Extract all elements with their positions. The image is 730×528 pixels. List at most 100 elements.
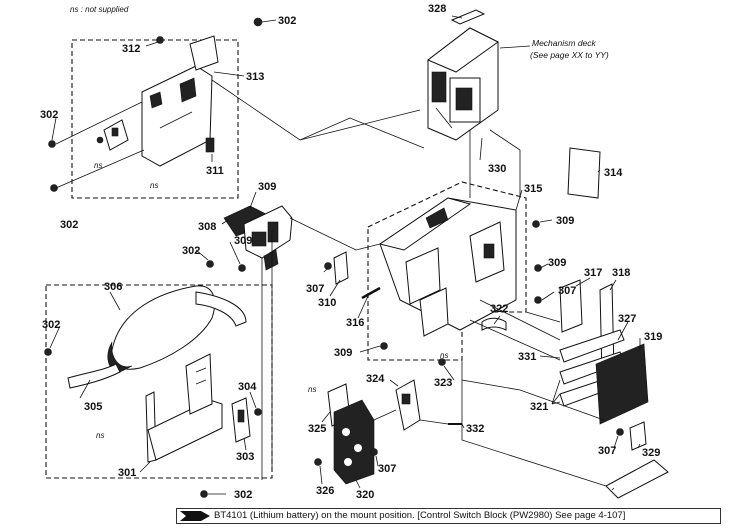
footer-note-text: BT4101 (Lithium battery) on the mount po… [214, 510, 626, 521]
screw-icon [438, 358, 446, 366]
callout-label: 318 [612, 267, 630, 279]
callout-label: 307 [306, 283, 324, 295]
callout-label: 302 [60, 219, 78, 231]
callout-label: 301 [118, 467, 136, 479]
part-322 [481, 317, 507, 331]
chassis-315 [378, 197, 517, 337]
screw-icon [324, 262, 332, 270]
not-supplied-legend: ns : not supplied [70, 5, 129, 14]
screw-icon [314, 458, 322, 466]
callout-label: 330 [488, 163, 506, 175]
callout-label: 302 [182, 245, 200, 257]
callout-label: 317 [584, 267, 602, 279]
switch-block-324 [395, 379, 421, 431]
callout-label: 327 [618, 313, 636, 325]
callout-label: 311 [206, 165, 224, 177]
callout-label: 322 [490, 303, 508, 315]
plate-320 [605, 459, 669, 499]
callout-label: 302 [40, 109, 58, 121]
bracket-ns-part [103, 119, 129, 151]
ns-marker: ns [150, 181, 158, 190]
callout-label: 314 [604, 167, 623, 179]
callout-label: 312 [122, 43, 140, 55]
bracket-313 [141, 35, 219, 167]
grip-306 [67, 285, 247, 389]
callout-label: 323 [434, 377, 452, 389]
callout-label: 319 [644, 331, 662, 343]
screw-icons [44, 17, 624, 498]
screw-icon [253, 17, 263, 27]
ns-marker: ns [96, 431, 104, 440]
part-310 [333, 251, 349, 285]
callout-label: 328 [428, 3, 446, 15]
screw-icon [200, 490, 208, 498]
callout-label: 309 [334, 347, 352, 359]
pointer-arrow-icon [180, 511, 210, 521]
mechanism-deck [427, 27, 499, 141]
mechanism-deck-title: Mechanism deck [532, 38, 597, 48]
callout-label: 315 [524, 183, 542, 195]
mechanism-deck-page-ref: (See page XX to YY) [530, 50, 609, 60]
callout-label: 305 [84, 401, 102, 413]
flex-308 [223, 205, 293, 271]
grip-frame [145, 353, 223, 463]
bracket-group-box [71, 39, 239, 199]
screw-icon [48, 140, 56, 148]
callout-label: 302 [234, 489, 252, 501]
callout-label: 304 [238, 381, 257, 393]
board-319 [595, 343, 649, 425]
callout-label: 302 [278, 15, 296, 27]
callout-label: 329 [642, 447, 660, 459]
screw-icon [370, 448, 378, 456]
holder-317 [559, 279, 583, 333]
callout-label: 332 [466, 423, 484, 435]
callout-label: 331 [518, 351, 536, 363]
callout-label: 321 [530, 401, 548, 413]
callout-label: 320 [356, 489, 374, 501]
ns-marker: ns [94, 161, 102, 170]
callout-label: 325 [308, 423, 326, 435]
footer-note: BT4101 (Lithium battery) on the mount po… [176, 508, 721, 524]
callout-label: 307 [378, 463, 396, 475]
callout-label: 324 [366, 373, 385, 385]
screw-icon [44, 348, 52, 356]
part-316 [361, 286, 381, 300]
callout-label: 309 [258, 181, 276, 193]
callout-label: 309 [556, 215, 574, 227]
part-311 [205, 137, 215, 153]
callout-label: 313 [246, 71, 264, 83]
ns-marker: ns [308, 385, 316, 394]
callout-label: 307 [558, 285, 576, 297]
callout-label: 308 [198, 221, 216, 233]
callout-label: 309 [234, 235, 252, 247]
screw-icon [380, 342, 388, 350]
callout-label: 306 [104, 281, 122, 293]
sheet-328 [450, 9, 486, 25]
screw-icon [534, 264, 542, 272]
grip-group-box [45, 284, 273, 479]
screw-icon [156, 36, 164, 44]
part-329 [629, 421, 647, 451]
screw-icon [616, 428, 624, 436]
callout-label: 326 [316, 485, 334, 497]
callout-label: 309 [548, 257, 566, 269]
screw-icon [534, 296, 542, 304]
screw-icon [50, 184, 58, 192]
part-303 [231, 397, 251, 443]
sheet-314 [567, 147, 601, 199]
callout-label: 316 [346, 317, 364, 329]
screw-icon [238, 264, 246, 272]
callout-label: 310 [318, 297, 336, 309]
leader-lines [49, 15, 641, 495]
screw-icon [532, 220, 540, 228]
screw-icon [206, 260, 214, 268]
ns-marker: ns [440, 351, 448, 360]
callout-label: 302 [42, 319, 60, 331]
assembly-lines [211, 79, 607, 487]
part-326 [333, 399, 375, 485]
screw-icon [254, 408, 262, 416]
callout-label: 303 [236, 451, 254, 463]
callout-labels: 302 312 313 302 311 302 308 309 302 309 … [40, 3, 662, 501]
callout-label: 307 [598, 445, 616, 457]
